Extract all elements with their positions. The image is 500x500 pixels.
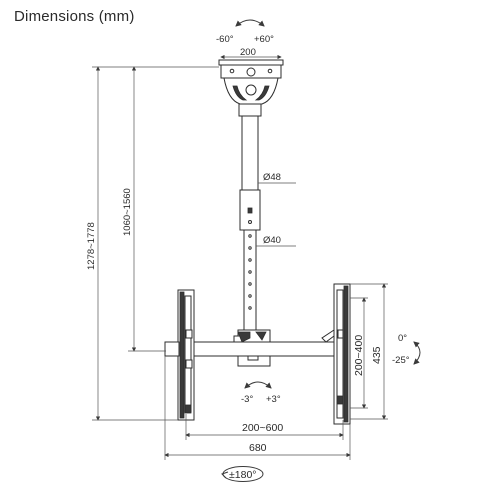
total-height-label: 1278~1778 <box>86 222 97 270</box>
plate-height-label: 435 <box>371 346 383 364</box>
pole <box>238 103 262 331</box>
level-right-label: +3° <box>266 394 281 405</box>
tilt-down-label: -25° <box>392 355 410 366</box>
swivel-left-label: -60° <box>216 34 234 45</box>
overall-width-label: 680 <box>249 442 267 454</box>
vesa-vertical-label: 200~400 <box>353 335 365 376</box>
cross-bar <box>175 341 347 357</box>
tilt-arrow <box>413 341 421 365</box>
swivel-arrow <box>235 19 265 27</box>
upper-tube-diameter-label: Ø48 <box>263 172 281 183</box>
tilt-up-label: 0° <box>398 333 407 344</box>
left-bracket <box>164 289 195 421</box>
level-left-label: -3° <box>241 394 253 405</box>
rotation-label: ±180° <box>229 469 256 481</box>
level-arrow <box>244 381 272 389</box>
swivel-right-label: +60° <box>254 34 274 45</box>
ceiling-plate <box>218 59 284 105</box>
top-width-label: 200 <box>240 47 256 58</box>
pole-height-label: 1060~1560 <box>122 188 133 236</box>
right-bracket <box>321 283 351 425</box>
lower-tube-diameter-label: Ø40 <box>263 235 281 246</box>
vesa-horizontal-label: 200~600 <box>242 422 283 434</box>
page-title: Dimensions (mm) <box>14 8 135 25</box>
